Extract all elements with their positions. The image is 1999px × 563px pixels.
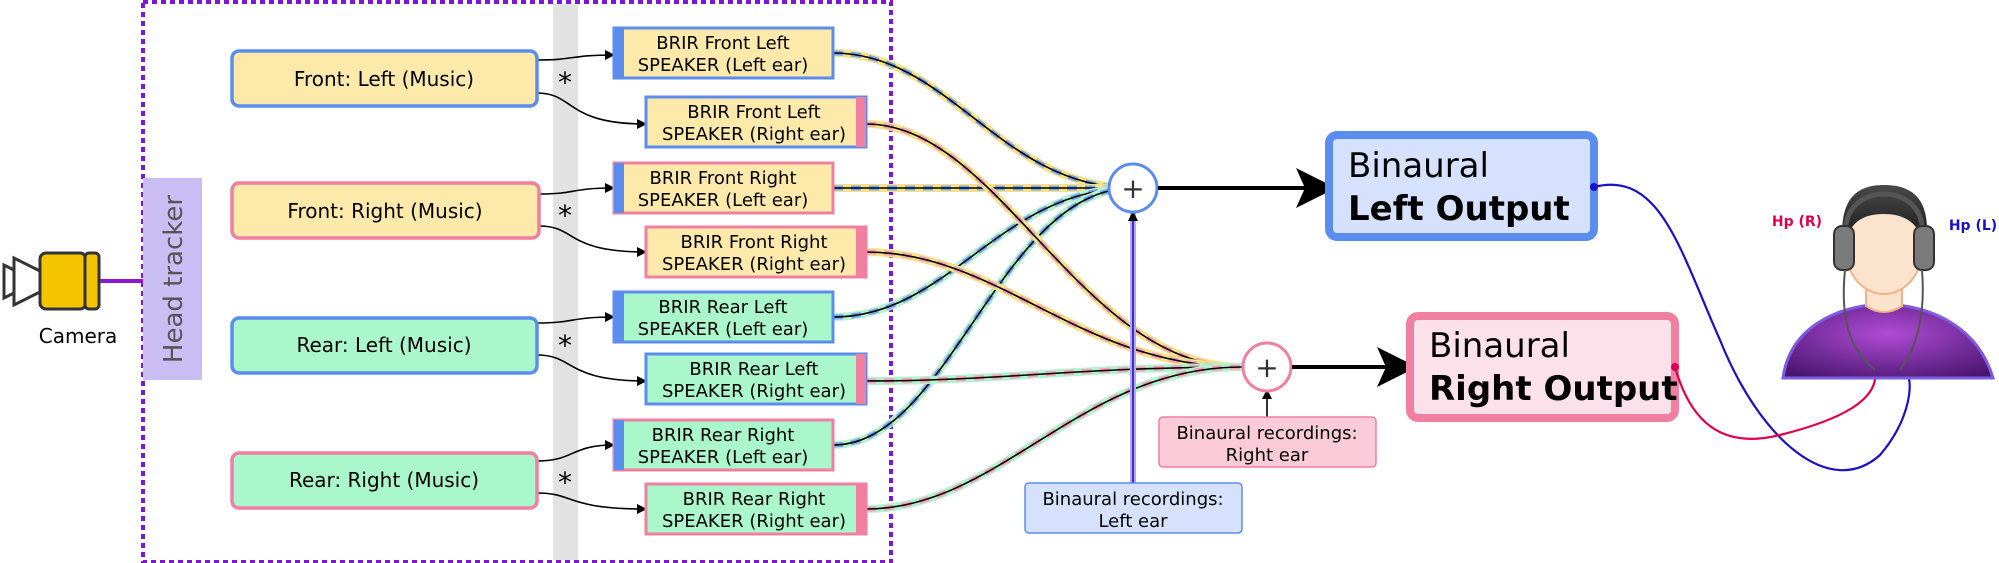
svg-text:SPEAKER (Right ear): SPEAKER (Right ear) — [662, 124, 846, 145]
svg-text:Left ear: Left ear — [1098, 511, 1168, 532]
mix-lines — [832, 49, 1243, 513]
svg-text:+: + — [1121, 172, 1144, 205]
brir-rear-left-left-ear: BRIR Rear Left SPEAKER (Left ear) — [612, 290, 835, 344]
svg-text:BRIR Rear Right: BRIR Rear Right — [652, 425, 795, 446]
camera-label: Camera — [39, 324, 118, 348]
svg-text:BRIR Front Right: BRIR Front Right — [680, 232, 827, 253]
svg-text:Right ear: Right ear — [1226, 445, 1309, 466]
left-output-box: Binaural Left Output — [1325, 131, 1598, 241]
source-rear-left: Rear: Left (Music) — [230, 316, 539, 375]
multiply-symbol: * — [558, 329, 572, 362]
svg-text:BRIR Front Left: BRIR Front Left — [687, 102, 821, 123]
svg-text:SPEAKER (Right ear): SPEAKER (Right ear) — [662, 511, 846, 532]
hp-left-label: Hp (L) — [1949, 218, 1997, 234]
source-front-left: Front: Left (Music) — [230, 49, 539, 108]
brir-rear-right-right-ear: BRIR Rear Right SPEAKER (Right ear) — [644, 482, 868, 536]
svg-text:BRIR Rear Left: BRIR Rear Left — [658, 297, 787, 318]
svg-text:SPEAKER (Left ear): SPEAKER (Left ear) — [638, 447, 809, 468]
source-rear-right: Rear: Right (Music) — [230, 451, 539, 510]
svg-text:Binaural recordings:: Binaural recordings: — [1042, 489, 1223, 510]
svg-text:BRIR Front Left: BRIR Front Left — [656, 33, 790, 54]
multiply-symbol: * — [558, 66, 572, 99]
source-front-right: Front: Right (Music) — [230, 181, 541, 240]
recordings-left-ear: Binaural recordings: Left ear — [1024, 482, 1243, 534]
brir-rear-right-left-ear: BRIR Rear Right SPEAKER (Left ear) — [612, 418, 835, 472]
source-label: Rear: Right (Music) — [289, 468, 479, 492]
source-label: Front: Left (Music) — [294, 67, 474, 91]
svg-text:SPEAKER (Left ear): SPEAKER (Left ear) — [638, 319, 809, 340]
svg-text:SPEAKER (Right ear): SPEAKER (Right ear) — [662, 381, 846, 402]
brir-front-right-right-ear: BRIR Front Right SPEAKER (Right ear) — [644, 225, 868, 279]
svg-text:Binaural recordings:: Binaural recordings: — [1176, 423, 1357, 444]
brir-front-left-left-ear: BRIR Front Left SPEAKER (Left ear) — [612, 26, 835, 80]
svg-text:Right Output: Right Output — [1429, 369, 1678, 409]
svg-text:Binaural: Binaural — [1348, 146, 1489, 186]
svg-text:SPEAKER (Left ear): SPEAKER (Left ear) — [638, 55, 809, 76]
brir-rear-left-right-ear: BRIR Rear Left SPEAKER (Right ear) — [644, 352, 868, 406]
right-sum-node: + — [1241, 341, 1293, 393]
svg-text:BRIR Front Right: BRIR Front Right — [649, 168, 796, 189]
camera-icon — [2, 251, 143, 311]
svg-text:+: + — [1255, 351, 1278, 384]
head-tracker-bar: Head tracker — [143, 178, 202, 380]
multiply-symbol: * — [558, 466, 572, 499]
brir-front-right-left-ear: BRIR Front Right SPEAKER (Left ear) — [612, 161, 835, 215]
listener-avatar — [1781, 185, 1996, 380]
svg-text:SPEAKER (Right ear): SPEAKER (Right ear) — [662, 254, 846, 275]
svg-text:BRIR Rear Left: BRIR Rear Left — [689, 359, 818, 380]
hp-right-label: Hp (R) — [1772, 214, 1822, 230]
left-sum-node: + — [1107, 162, 1159, 214]
headphone-cables — [1590, 183, 1911, 472]
svg-text:Left Output: Left Output — [1348, 189, 1570, 229]
source-label: Rear: Left (Music) — [296, 333, 471, 357]
brir-front-left-right-ear: BRIR Front Left SPEAKER (Right ear) — [644, 95, 868, 149]
multiply-symbols: * * * * — [558, 66, 572, 499]
recording-feeds — [1128, 211, 1272, 486]
recordings-right-ear: Binaural recordings: Right ear — [1158, 416, 1377, 468]
right-output-box: Binaural Right Output — [1406, 312, 1679, 422]
multiply-symbol: * — [558, 199, 572, 232]
head-tracker-label: Head tracker — [159, 195, 189, 363]
input-connectors — [536, 50, 647, 514]
svg-text:Binaural: Binaural — [1429, 326, 1570, 366]
source-label: Front: Right (Music) — [287, 199, 482, 223]
svg-text:BRIR Rear Right: BRIR Rear Right — [683, 489, 826, 510]
svg-text:SPEAKER (Left ear): SPEAKER (Left ear) — [638, 190, 809, 211]
